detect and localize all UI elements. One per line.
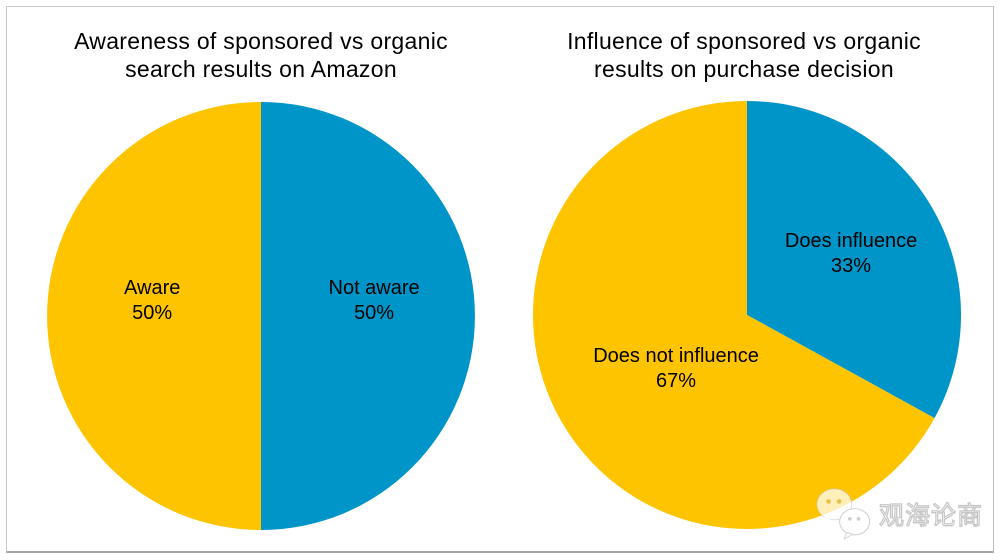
pie-slice-aware <box>47 102 261 530</box>
slice-category-text: Does influence <box>784 229 918 252</box>
pie-slice-does-not-influence <box>533 101 935 529</box>
awareness-chart-panel: Awareness of sponsored vs organic search… <box>46 28 476 531</box>
chart-title-influence: Influence of sponsored vs organic result… <box>567 28 921 82</box>
influence-chart-panel: Influence of sponsored vs organic result… <box>500 0 1000 560</box>
slice-category-text: Not aware <box>328 276 420 299</box>
slice-percent-text: 67% <box>656 369 697 392</box>
chart-title-awareness: Awareness of sponsored vs organic search… <box>74 28 448 82</box>
slice-percent-text: 50% <box>354 301 395 324</box>
slice-category-text: Aware <box>124 276 181 299</box>
slice-percent-text: 33% <box>831 254 872 277</box>
pie-slice-not-aware <box>261 102 475 530</box>
pie-chart <box>533 101 962 529</box>
slice-category-text: Does not influence <box>593 344 759 367</box>
slice-percent-text: 50% <box>132 301 173 324</box>
pie-slice-does-influence <box>747 101 962 419</box>
pie-chart <box>47 102 475 530</box>
